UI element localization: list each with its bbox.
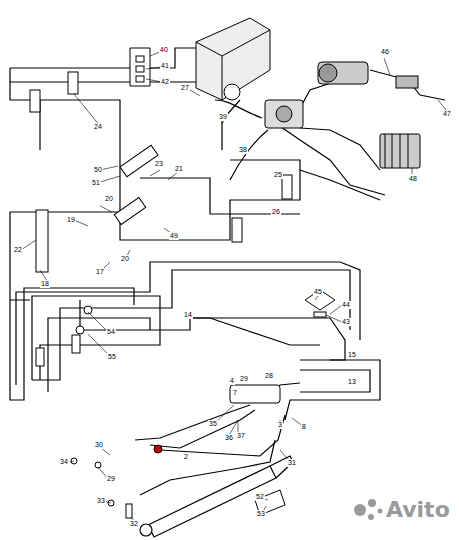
manifold-blocks [30,72,292,366]
callout-number: 2 [183,453,189,461]
callout-number: 41 [160,62,170,70]
tank-and-pumps [196,18,420,168]
callout-number: 54 [106,328,116,336]
callout-number: 24 [93,123,103,131]
callout-number: 27 [180,84,190,92]
callout-number: 3 [277,421,283,429]
callout-number: 39 [218,113,228,121]
callout-number: 47 [442,110,452,118]
callout-number: 22 [13,246,23,254]
fittings [71,48,335,518]
callout-number: 55 [107,353,117,361]
callout-number: 18 [40,280,50,288]
hydraulic-cylinder [140,456,293,537]
callout-number: 33 [96,497,106,505]
callout-number: 43 [341,318,351,326]
callout-number: 25 [273,171,283,179]
callout-number: 45 [313,288,323,296]
callout-number: 13 [347,378,357,386]
watermark: Avito [386,497,450,522]
callout-number: 15 [347,351,357,359]
callout-number: 21 [174,165,184,173]
callout-number: 32 [129,520,139,528]
callout-number: 38 [238,146,248,154]
callout-number: 17 [95,268,105,276]
callout-number: 48 [408,175,418,183]
callout-number: 40 [159,46,169,54]
callout-number: 7 [232,389,238,397]
callout-number: 37 [236,432,246,440]
callout-number: 46 [380,48,390,56]
callout-number: 49 [169,232,179,240]
callout-number: 34 [59,458,69,466]
callout-number: 35 [208,420,218,428]
callout-number: 52 [255,493,265,501]
callout-number: 30 [94,441,104,449]
callout-number: 53 [256,510,266,518]
callout-number: 42 [160,78,170,86]
callout-number: 51 [91,179,101,187]
callout-number: 29 [106,475,116,483]
callout-number: 19 [66,216,76,224]
callout-number: 20 [120,255,130,263]
callout-number: 23 [154,160,164,168]
callout-number: 44 [341,301,351,309]
hydraulic-hoses [10,48,445,495]
callout-number: 14 [183,311,193,319]
callout-number: 50 [93,166,103,174]
callout-number: 29 [239,375,249,383]
callout-number: 26 [271,208,281,216]
watermark-logo [354,499,383,520]
callout-number: 4 [229,377,235,385]
callout-number: 31 [287,459,297,467]
callout-number: 20 [104,195,114,203]
leader-lines [18,51,446,521]
callout-number: 28 [264,372,274,380]
callout-number: 8 [301,423,307,431]
callout-number: 36 [224,434,234,442]
